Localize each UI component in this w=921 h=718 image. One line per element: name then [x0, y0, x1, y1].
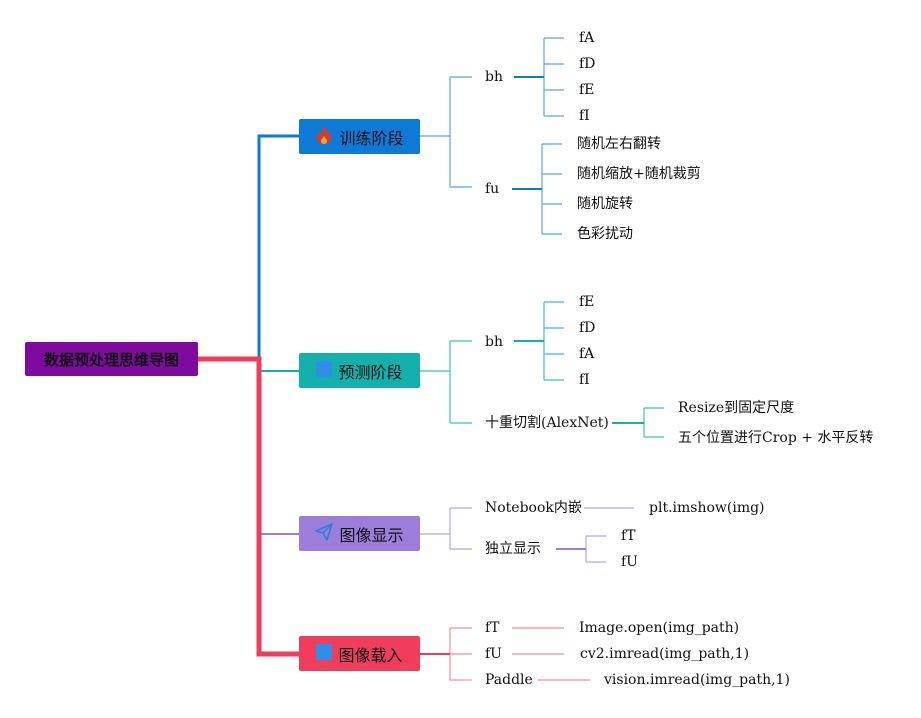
load-row-label[interactable]: fU: [485, 646, 502, 662]
train-bh-item[interactable]: fD: [579, 56, 596, 72]
branch-train-label: 训练阶段: [339, 128, 404, 148]
train-fu-item[interactable]: 随机缩放+随机裁剪: [577, 166, 701, 182]
connector-train-sub: [420, 76, 472, 188]
branch-display-label: 图像显示: [339, 525, 404, 545]
connector-root-train: [198, 134, 299, 361]
display-standalone-label[interactable]: 独立显示: [485, 541, 541, 557]
branch-predict-label: 预测阶段: [338, 362, 403, 382]
predict-tencrop-item[interactable]: 五个位置进行Crop + 水平反转: [678, 430, 874, 446]
train-fu-item[interactable]: 随机左右翻转: [577, 136, 661, 152]
branch-load[interactable]: 图像载入: [299, 636, 420, 671]
connector-predict-sub: [420, 340, 472, 424]
load-row-label[interactable]: Paddle: [485, 672, 533, 688]
connector-load-rows: [512, 627, 590, 681]
fire-icon: [315, 125, 333, 149]
connector-root-load: [198, 356, 299, 657]
blue-square-icon: [316, 360, 333, 381]
train-bh-item[interactable]: fI: [579, 108, 590, 124]
predict-bh-item[interactable]: fI: [579, 372, 590, 388]
train-bh-label[interactable]: bh: [485, 69, 503, 85]
display-notebook-label[interactable]: Notebook内嵌: [485, 500, 582, 516]
predict-bh-item[interactable]: fE: [579, 294, 595, 310]
train-bh-item[interactable]: fA: [579, 30, 595, 46]
branch-display[interactable]: 图像显示: [299, 516, 420, 551]
branch-predict[interactable]: 预测阶段: [299, 353, 420, 388]
display-standalone-item[interactable]: fU: [621, 554, 638, 570]
train-fu-item[interactable]: 色彩扰动: [577, 226, 633, 242]
branch-load-label: 图像载入: [338, 645, 403, 665]
blue-square-icon: [316, 643, 333, 664]
root-label: 数据预处理思维导图: [43, 350, 179, 369]
root-node[interactable]: 数据预处理思维导图: [25, 342, 198, 376]
paper-plane-icon: [315, 522, 334, 545]
predict-tencrop-label[interactable]: 十重切割(AlexNet): [485, 415, 609, 431]
load-row-value[interactable]: cv2.imread(img_path,1): [580, 646, 750, 662]
display-notebook-value[interactable]: plt.imshow(img): [649, 500, 765, 516]
load-row-value[interactable]: vision.imread(img_path,1): [604, 672, 790, 688]
load-row-label[interactable]: fT: [485, 620, 500, 636]
predict-bh-label[interactable]: bh: [485, 334, 503, 350]
predict-bh-item[interactable]: fD: [579, 320, 596, 336]
train-fu-item[interactable]: 随机旋转: [577, 196, 633, 212]
predict-tencrop-item[interactable]: Resize到固定尺度: [678, 400, 795, 416]
train-fu-label[interactable]: fu: [485, 181, 500, 197]
train-bh-item[interactable]: fE: [579, 82, 595, 98]
predict-bh-item[interactable]: fA: [579, 346, 595, 362]
load-row-value[interactable]: Image.open(img_path): [579, 620, 740, 636]
connector-display-sub: [420, 507, 472, 550]
branch-train[interactable]: 训练阶段: [299, 119, 420, 154]
display-standalone-item[interactable]: fT: [621, 528, 636, 544]
